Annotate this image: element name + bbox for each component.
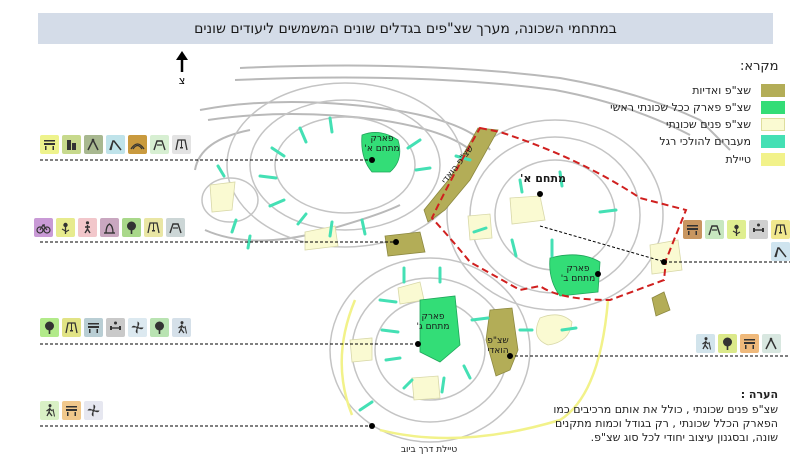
building-icon	[62, 135, 81, 154]
hiker-icon	[172, 318, 191, 337]
title-bar: במתחמי השכונה, מערך שצ"פים בגדלים שונים …	[38, 13, 773, 44]
legend-item-promenade: טיילת	[560, 151, 785, 167]
park-a-label: פארק מתחם א'	[364, 134, 400, 154]
sports-icon	[762, 334, 781, 353]
legend-label: שצ"פ ואדיות	[692, 83, 751, 97]
icon-row-3	[40, 318, 191, 337]
swing-icon	[771, 220, 790, 239]
swing-icon	[172, 135, 191, 154]
tree-icon	[40, 318, 59, 337]
promenade-label: טיילת דרך ביוב	[400, 445, 458, 455]
tree-icon	[150, 318, 169, 337]
gym-icon	[749, 220, 768, 239]
area-a-boundary	[430, 126, 688, 302]
icon-row-1	[40, 135, 191, 154]
garden-icon	[100, 218, 119, 237]
legend-label: שצ"פ פארק ככל שכונתי ראשי	[610, 100, 751, 114]
park-c-label: פארק מתחם ג'	[416, 312, 450, 332]
north-label: צ	[179, 74, 186, 87]
wadi-label-2: שצ"פ הואדי	[487, 336, 509, 356]
legend-label: שצ"פ פנים שכונתי	[666, 117, 751, 131]
legend-item-wadi: שצ"פ ואדיות	[560, 82, 785, 98]
gym-icon	[106, 318, 125, 337]
area-a-label: מתחם א'	[520, 172, 566, 185]
bench-icon	[62, 401, 81, 420]
legend-title: מקרא:	[740, 59, 779, 74]
note-title: הערה :	[740, 388, 778, 401]
north-arrow-icon	[176, 51, 188, 72]
bench-icon	[740, 334, 759, 353]
tree-icon	[718, 334, 737, 353]
icon-row-6	[696, 334, 781, 353]
icon-row-5	[668, 220, 790, 261]
legend-swatch	[761, 152, 785, 166]
walker-icon	[78, 218, 97, 237]
legend-label: מעברים להולכי רגל	[659, 134, 751, 148]
fan-icon	[84, 401, 103, 420]
legend-item-pedestrian: מעברים להולכי רגל	[560, 133, 785, 149]
flower-icon	[56, 218, 75, 237]
amphitheater-icon	[128, 135, 147, 154]
note-text: שצ"פ פנים שכונתי , כולל את אותם מרכיבים …	[553, 403, 778, 444]
swing-icon	[62, 318, 81, 337]
bicycle-icon	[34, 218, 53, 237]
icon-row-4	[40, 401, 103, 420]
bench-icon	[40, 135, 59, 154]
icon-row-2	[34, 218, 185, 237]
playground-icon	[705, 220, 724, 239]
legend-swatch	[761, 134, 785, 148]
legend-item-main-park: שצ"פ פארק ככל שכונתי ראשי	[560, 99, 785, 115]
slide-icon	[106, 135, 125, 154]
legend-label: טיילת	[725, 152, 751, 166]
swing-icon	[144, 218, 163, 237]
hiker-icon	[40, 401, 59, 420]
fan-icon	[128, 318, 147, 337]
park-b-label: פארק מתחם ב'	[560, 264, 596, 284]
sports-icon	[84, 135, 103, 154]
note-box: הערה : שצ"פ פנים שכונתי , כולל את אותם מ…	[548, 388, 778, 445]
legend-swatch	[761, 117, 785, 131]
bench-icon	[683, 220, 702, 239]
bench-icon	[84, 318, 103, 337]
page-title: במתחמי השכונה, מערך שצ"פים בגדלים שונים …	[194, 20, 617, 37]
playground-icon	[166, 218, 185, 237]
legend-swatch	[761, 83, 785, 97]
hiker-icon	[696, 334, 715, 353]
legend-swatch	[761, 100, 785, 114]
legend-item-internal-park: שצ"פ פנים שכונתי	[560, 116, 785, 132]
flower-icon	[727, 220, 746, 239]
tree-icon	[122, 218, 141, 237]
slide-icon	[771, 242, 790, 261]
playground-icon	[150, 135, 169, 154]
